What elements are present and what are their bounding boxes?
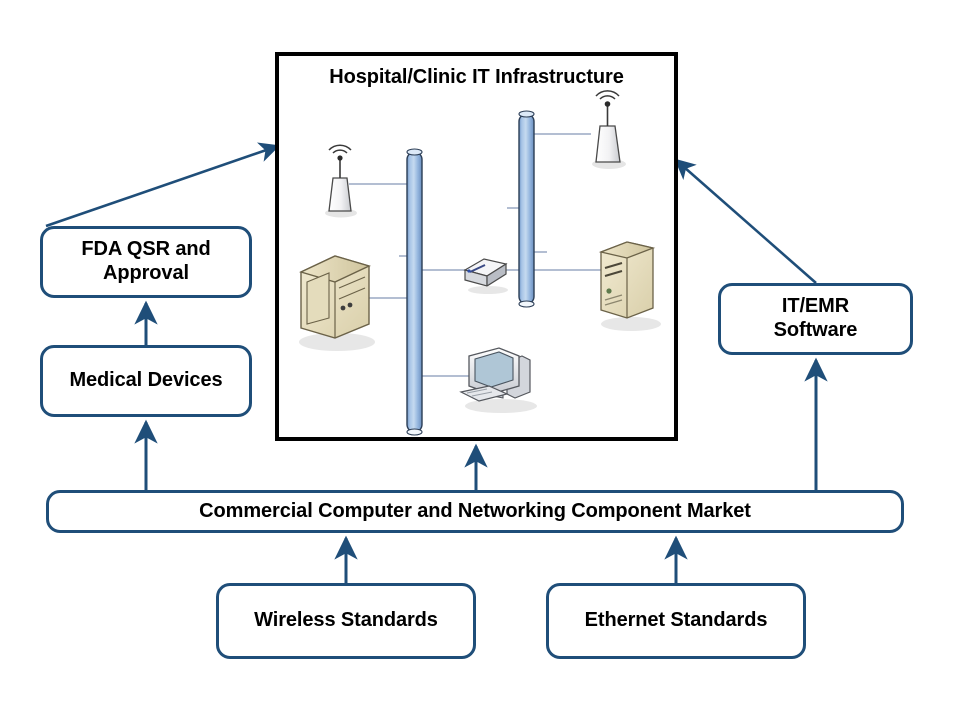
- hospital-it-infrastructure-container: Hospital/Clinic IT Infrastructure: [275, 52, 678, 441]
- box-it-emr-line2: Software: [773, 319, 858, 341]
- network-backbone-bar-left: [406, 148, 423, 436]
- arrow-fda-to-infra: [45, 142, 280, 228]
- desktop-workstation-icon: [459, 347, 537, 413]
- box-medical-devices-label: Medical Devices: [69, 369, 223, 392]
- box-market-label: Commercial Computer and Networking Compo…: [199, 499, 751, 522]
- wireless-access-point-icon-left: [325, 144, 357, 218]
- tower-computer-icon-left: [299, 255, 375, 351]
- box-commercial-component-market[interactable]: Commercial Computer and Networking Compo…: [46, 490, 904, 533]
- box-fda-qsr-approval[interactable]: FDA QSR and Approval: [40, 226, 252, 298]
- box-it-emr-software[interactable]: IT/EMR Software: [718, 283, 913, 355]
- network-backbone-bar-right: [518, 110, 535, 308]
- network-switch-icon: [463, 258, 508, 294]
- box-wireless-standards-label: Wireless Standards: [254, 609, 438, 632]
- box-ethernet-standards-label: Ethernet Standards: [584, 609, 768, 632]
- network-topology: [299, 90, 661, 436]
- box-fda-line1: FDA QSR and: [81, 238, 211, 261]
- box-fda-label: FDA QSR and Approval: [81, 238, 210, 285]
- server-icon-right: [598, 241, 661, 331]
- box-ethernet-standards[interactable]: Ethernet Standards: [546, 583, 806, 659]
- box-medical-devices[interactable]: Medical Devices: [40, 345, 252, 417]
- box-wireless-standards[interactable]: Wireless Standards: [216, 583, 476, 659]
- box-fda-line2: Approval: [103, 262, 189, 284]
- arrow-it-emr-to-infra: [674, 158, 817, 284]
- box-it-emr-label: IT/EMR Software: [774, 295, 858, 342]
- infrastructure-title: Hospital/Clinic IT Infrastructure: [329, 66, 624, 88]
- wireless-access-point-icon-right: [592, 90, 626, 169]
- network-links: [349, 133, 601, 377]
- box-it-emr-line1: IT/EMR: [781, 295, 850, 318]
